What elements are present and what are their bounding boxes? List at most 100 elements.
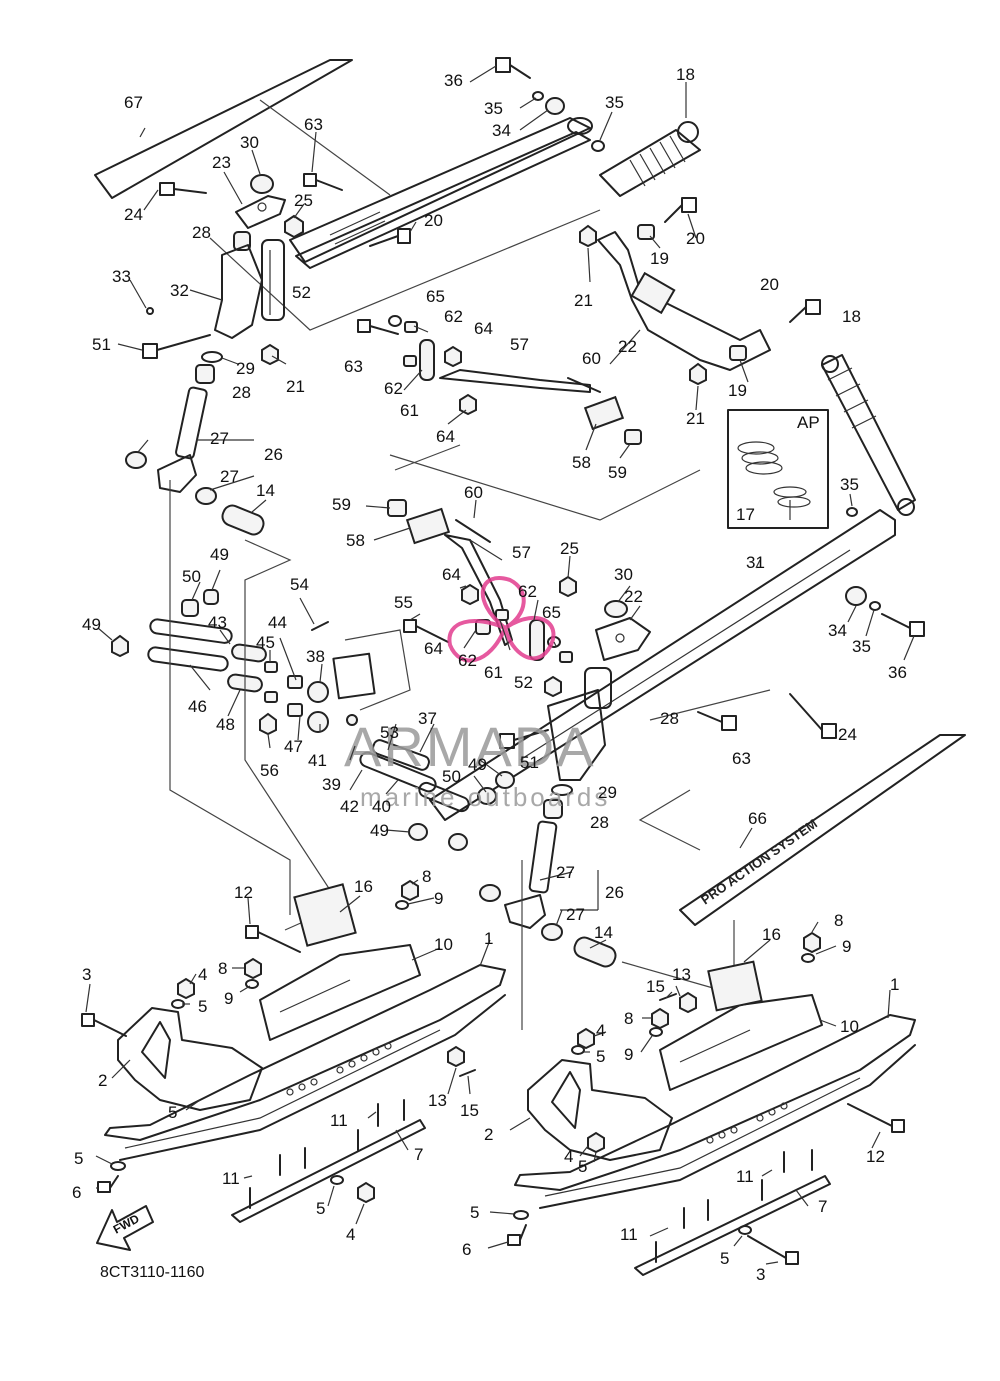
column-28c — [547, 667, 612, 781]
callout-27: 27 — [566, 905, 585, 924]
callout-67: 67 — [124, 93, 143, 112]
loop-handle-2a — [117, 1007, 263, 1111]
callout-29: 29 — [598, 783, 617, 802]
collar-34b — [845, 586, 867, 606]
ski-left — [104, 964, 506, 1161]
callout-8: 8 — [624, 1009, 633, 1028]
bolt-12a — [245, 925, 301, 953]
callout-64: 64 — [474, 319, 493, 338]
callout-31: 31 — [746, 553, 765, 572]
callout-62: 62 — [518, 582, 537, 601]
upper-rail-arm — [289, 117, 593, 269]
collar-34a — [545, 97, 565, 115]
spindle-26a — [125, 386, 217, 505]
callout-28: 28 — [232, 383, 251, 402]
callout-40: 40 — [372, 797, 391, 816]
callout-5: 5 — [316, 1199, 325, 1218]
bolt-20a — [369, 228, 411, 247]
pin-60a — [567, 377, 601, 393]
callout-35: 35 — [840, 475, 859, 494]
arm-39-40 — [359, 751, 470, 813]
callout-42: 42 — [340, 797, 359, 816]
callout-20: 20 — [424, 211, 443, 230]
callout-15: 15 — [646, 977, 665, 996]
callout-5: 5 — [470, 1203, 479, 1222]
bolt-20b — [664, 197, 697, 223]
callout-36: 36 — [888, 663, 907, 682]
shock-18b — [821, 354, 916, 516]
decal-66: PRO ACTION SYSTEM — [679, 734, 966, 926]
callout-45: 45 — [256, 633, 275, 652]
watermark-brand: ARMADA — [344, 715, 596, 778]
nut-21c — [689, 362, 707, 386]
washer-65a — [388, 315, 402, 327]
pin-54 — [311, 621, 329, 631]
bushing-28b — [195, 364, 215, 384]
callout-21: 21 — [286, 377, 305, 396]
callout-47: 47 — [284, 737, 303, 756]
bushing-28d — [543, 799, 563, 819]
bushing-59a — [624, 429, 642, 445]
bolt-36a — [495, 57, 531, 79]
callout-7: 7 — [414, 1145, 423, 1164]
ski-saddle-10b — [659, 960, 823, 1091]
callout-4: 4 — [564, 1147, 573, 1166]
plate-58b — [405, 507, 451, 545]
loop-handle-2b — [527, 1059, 673, 1161]
nut-49b — [111, 634, 129, 658]
callout-51: 51 — [92, 335, 111, 354]
callout-64: 64 — [424, 639, 443, 658]
callout-27: 27 — [556, 863, 575, 882]
callout-20: 20 — [760, 275, 779, 294]
callout-10: 10 — [434, 935, 453, 954]
cap-30 — [250, 174, 274, 194]
callout-5: 5 — [720, 1249, 729, 1268]
washer-29a — [201, 351, 223, 363]
nut-25b — [559, 575, 577, 598]
shaft-14a — [221, 504, 265, 536]
bolt-3a — [81, 1013, 127, 1037]
callout-59: 59 — [608, 463, 627, 482]
rear-arm-bracket-22a — [597, 231, 771, 371]
callout-13: 13 — [672, 965, 691, 984]
callout-52: 52 — [292, 283, 311, 302]
bushings-49-50 — [408, 771, 515, 851]
callout-35: 35 — [605, 93, 624, 112]
callout-2: 2 — [484, 1125, 493, 1144]
callout-8: 8 — [834, 911, 843, 930]
bolt-51a — [142, 334, 211, 359]
callout-66: 66 — [748, 809, 767, 828]
callout-23: 23 — [212, 153, 231, 172]
callout-17: 17 — [736, 505, 755, 524]
callout-3: 3 — [82, 965, 91, 984]
callout-2: 2 — [98, 1071, 107, 1090]
callout-28: 28 — [590, 813, 609, 832]
bolt-36b — [881, 613, 925, 637]
rail-decal-67 — [94, 59, 353, 199]
pin-60b — [455, 519, 491, 543]
callout-41: 41 — [308, 751, 327, 770]
callout-61: 61 — [484, 663, 503, 682]
callout-9: 9 — [224, 989, 233, 1008]
callout-28: 28 — [192, 223, 211, 242]
callout-14: 14 — [594, 923, 613, 942]
bolt-63 — [303, 173, 343, 191]
runner-7b — [634, 1149, 831, 1276]
callout-35: 35 — [484, 99, 503, 118]
bolt-20c — [789, 299, 821, 323]
reference-lines-lower — [169, 480, 771, 1030]
ski-hardware-right — [507, 931, 821, 1246]
callout-34: 34 — [492, 121, 511, 140]
callout-21: 21 — [686, 409, 705, 428]
callout-19: 19 — [650, 249, 669, 268]
callout-24: 24 — [838, 725, 857, 744]
callout-13: 13 — [428, 1091, 447, 1110]
callout-62: 62 — [444, 307, 463, 326]
callout-57: 57 — [510, 335, 529, 354]
callout-4: 4 — [596, 1021, 605, 1040]
callout-30: 30 — [614, 565, 633, 584]
callout-9: 9 — [842, 937, 851, 956]
callout-3: 3 — [756, 1265, 765, 1284]
nut-45 — [264, 661, 278, 703]
